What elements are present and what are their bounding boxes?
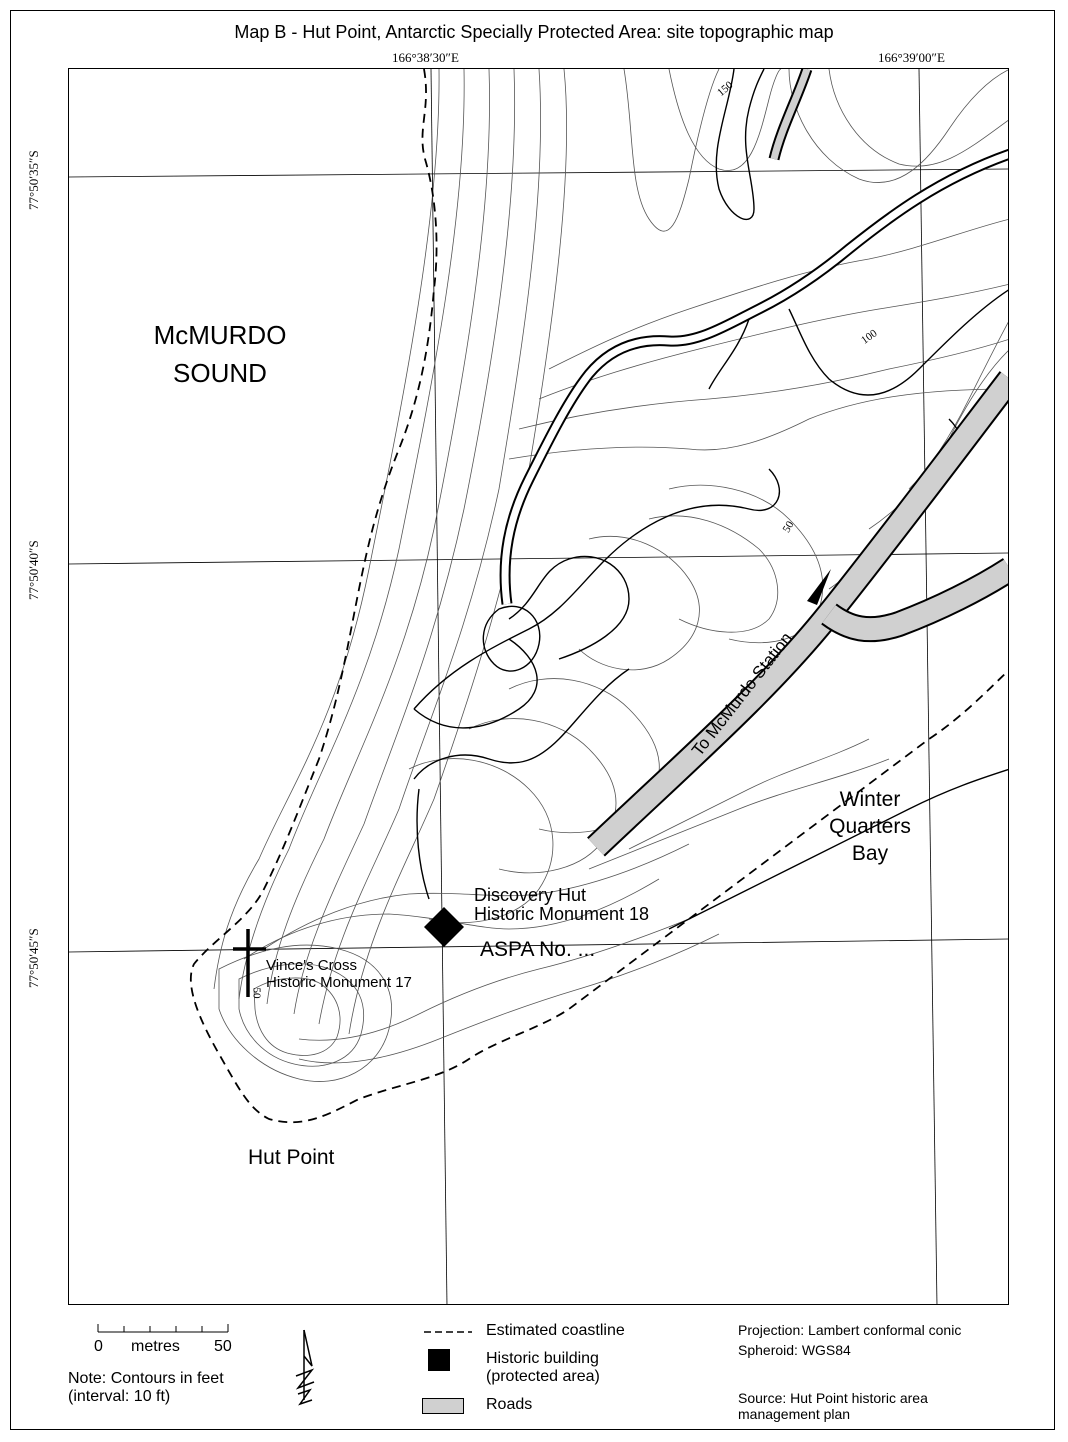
sound-label: McMURDO SOUND	[130, 316, 310, 392]
scale-tick-zero: 0	[94, 1338, 103, 1355]
bay-label-line-3: Bay	[851, 842, 889, 865]
coastline-legend-icon	[424, 1331, 472, 1333]
bay-label: Winter Quarters Bay	[810, 786, 930, 867]
graticule-line-lat-3	[69, 938, 1008, 953]
graticule-line-lon-1	[430, 69, 448, 1304]
contour-lines	[213, 69, 1008, 1082]
coastline-dashed	[190, 69, 1008, 1124]
legend-building-label: Historic building (protected area)	[486, 1350, 600, 1386]
map-title: Map B - Hut Point, Antarctic Specially P…	[234, 22, 834, 42]
source-line-2: management plan	[738, 1406, 851, 1422]
scale-tick-fifty: 50	[214, 1338, 232, 1355]
vinces-cross-icon	[233, 929, 266, 997]
vinces-cross-label: Vince's Cross Historic Monument 17	[266, 957, 412, 991]
discovery-hut-label: Discovery Hut Historic Monument 18	[474, 886, 649, 924]
contour-note-line-1: Note: Contours in feet	[68, 1370, 224, 1387]
contour-note-line-2: (interval: 10 ft)	[68, 1388, 171, 1405]
legend-coastline-label: Estimated coastline	[486, 1322, 625, 1339]
north-arrow-icon	[295, 1329, 315, 1406]
road-upper-fill	[501, 151, 1008, 605]
discovery-hut-label-line-2: Historic Monument 18	[474, 904, 650, 924]
longitude-label-1: 166°38′30″E	[392, 50, 459, 65]
topographic-map	[69, 69, 1008, 1304]
latitude-label-2: 77°50′40″S	[26, 540, 41, 600]
contour-label-50-b: 50	[250, 987, 263, 999]
direction-arrow-icon	[807, 569, 831, 605]
road-main-fill	[588, 372, 1008, 855]
scale-unit: metres	[131, 1338, 180, 1355]
discovery-hut-icon	[424, 907, 464, 947]
road-branch-fill	[822, 559, 1008, 641]
aspa-label: ASPA No. ...	[480, 938, 596, 961]
graticule	[69, 69, 1008, 1304]
source-info: Source: Hut Point historic area manageme…	[738, 1390, 928, 1422]
scale-bar	[97, 1324, 229, 1333]
road-spur-fill	[770, 69, 811, 160]
bay-label-line-2: Quarters	[829, 815, 911, 838]
projection-line: Projection: Lambert conformal conic	[738, 1322, 962, 1338]
legend-roads-label: Roads	[486, 1396, 533, 1413]
longitude-label-2: 166°39′00″E	[878, 50, 945, 65]
index-contours	[413, 69, 1008, 930]
sound-label-line-1: McMURDO	[153, 320, 287, 350]
discovery-hut-label-line-1: Discovery Hut	[474, 885, 587, 905]
vinces-cross-label-line-2: Historic Monument 17	[266, 974, 412, 991]
graticule-line-lat-2	[69, 552, 1008, 565]
road-upper-outline	[499, 148, 1008, 605]
latitude-label-1: 77°50′35″S	[26, 150, 41, 210]
road-legend-icon	[422, 1398, 464, 1414]
legend-building-line-2: (protected area)	[486, 1368, 600, 1385]
spheroid-line: Spheroid: WGS84	[738, 1342, 851, 1358]
graticule-line-lon-2	[918, 69, 938, 1304]
map-frame	[10, 10, 1055, 1430]
sound-label-line-2: SOUND	[173, 358, 267, 388]
source-line-1: Source: Hut Point historic area	[738, 1390, 928, 1406]
bay-label-line-1: Winter	[839, 788, 901, 811]
roads	[499, 69, 1008, 857]
legend-building-line-1: Historic building	[486, 1350, 599, 1367]
hut-point-label: Hut Point	[248, 1146, 335, 1169]
latitude-label-3: 77°50′45″S	[26, 928, 41, 988]
vinces-cross-label-line-1: Vince's Cross	[266, 957, 357, 974]
projection-info: Projection: Lambert conformal conic Sphe…	[738, 1322, 961, 1358]
map-area[interactable]: 150 100 50 50	[68, 68, 1009, 1305]
square-icon	[428, 1349, 450, 1371]
contour-note: Note: Contours in feet (interval: 10 ft)	[68, 1370, 224, 1406]
